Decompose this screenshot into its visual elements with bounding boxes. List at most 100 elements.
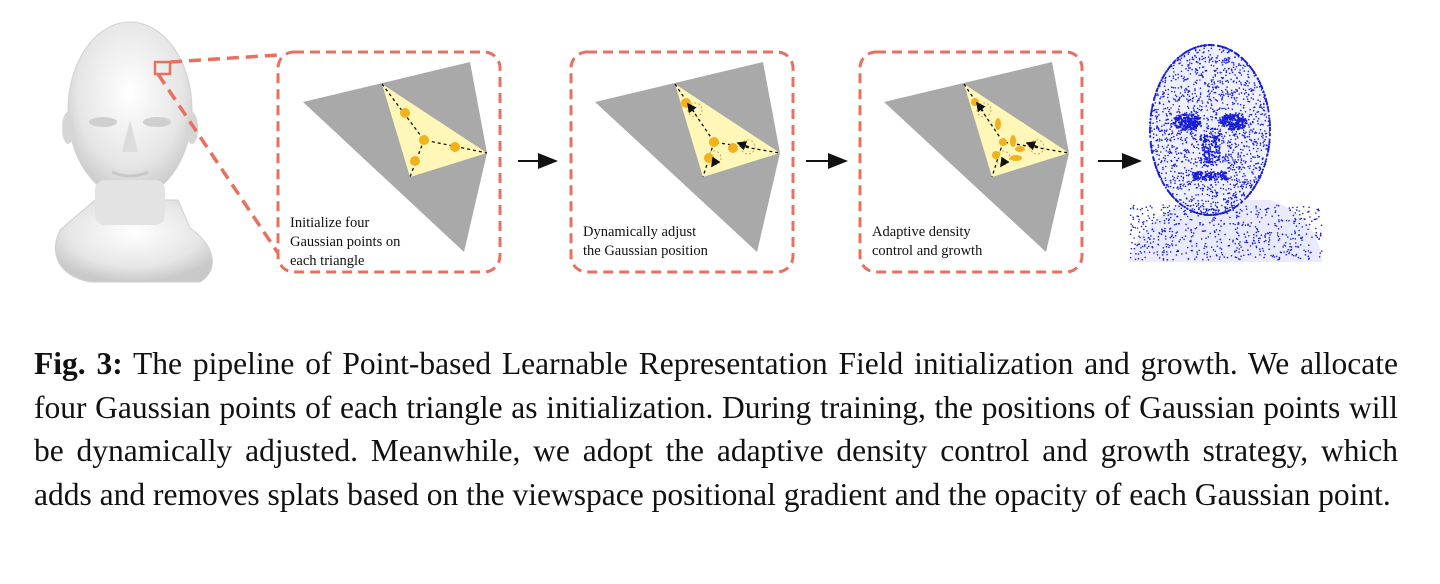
point-cloud-dot <box>1193 83 1195 86</box>
point-cloud-dot <box>1205 246 1208 248</box>
point-cloud-dot <box>1175 124 1178 127</box>
point-cloud-dot <box>1253 118 1255 120</box>
point-cloud-dot <box>1294 217 1296 220</box>
point-cloud-dot <box>1221 139 1223 142</box>
point-cloud-dot <box>1256 210 1258 212</box>
point-cloud-dot <box>1157 84 1160 87</box>
point-cloud-dot <box>1224 198 1227 200</box>
point-cloud-dot <box>1203 114 1205 117</box>
point-cloud-dot <box>1153 238 1155 240</box>
point-cloud-dot <box>1230 49 1233 52</box>
panel-initialize <box>276 50 502 274</box>
point-cloud-dot <box>1132 216 1134 218</box>
point-cloud-dot <box>1225 93 1227 95</box>
point-cloud-dot <box>1253 87 1256 89</box>
point-cloud-dot <box>1238 243 1240 245</box>
point-cloud-dot <box>1198 59 1201 61</box>
point-cloud-dot <box>1307 255 1310 257</box>
point-cloud-dot <box>1237 159 1240 161</box>
point-cloud-dot <box>1212 218 1214 220</box>
point-cloud-dot <box>1157 243 1159 246</box>
point-cloud-dot <box>1277 214 1280 217</box>
point-cloud-dot <box>1232 209 1234 211</box>
point-cloud-dot <box>1268 138 1271 141</box>
point-cloud-dot <box>1250 157 1252 160</box>
point-cloud-dot <box>1307 250 1310 252</box>
point-cloud-dot <box>1159 176 1162 179</box>
point-cloud-dot <box>1259 144 1262 146</box>
point-cloud-dot <box>1204 146 1207 149</box>
point-cloud-dot <box>1226 51 1229 54</box>
point-cloud-dot <box>1183 149 1185 152</box>
point-cloud-dot <box>1149 126 1151 129</box>
point-cloud-dot <box>1180 183 1182 185</box>
point-cloud-dot <box>1212 209 1215 211</box>
point-cloud-dot <box>1180 114 1182 116</box>
point-cloud-dot <box>1172 164 1175 166</box>
point-cloud-dot <box>1162 93 1165 95</box>
point-cloud-dot <box>1209 171 1212 173</box>
point-cloud-dot <box>1253 75 1256 77</box>
point-cloud-dot <box>1172 104 1175 106</box>
point-cloud-dot <box>1249 129 1252 131</box>
point-cloud-dot <box>1210 80 1213 83</box>
point-cloud-dot <box>1177 59 1179 62</box>
point-cloud-dot <box>1214 132 1217 134</box>
point-cloud-dot <box>1245 140 1248 143</box>
point-cloud-dot <box>1225 189 1227 191</box>
point-cloud-dot <box>1183 183 1185 185</box>
point-cloud-dot <box>1157 146 1160 148</box>
point-cloud-dot <box>1154 102 1157 104</box>
point-cloud-dot <box>1304 250 1307 253</box>
point-cloud-dot <box>1203 118 1205 120</box>
point-cloud-dot <box>1169 180 1172 182</box>
point-cloud-dot <box>1213 195 1216 197</box>
point-cloud-dot <box>1319 252 1322 254</box>
point-cloud-dot <box>1213 150 1215 153</box>
point-cloud-dot <box>1298 229 1300 232</box>
point-cloud-dot <box>1256 216 1259 218</box>
point-cloud-dot <box>1254 84 1256 86</box>
point-cloud-dot <box>1167 219 1170 222</box>
point-cloud-dot <box>1259 124 1262 126</box>
point-cloud-dot <box>1184 235 1187 237</box>
point-cloud-dot <box>1173 138 1176 141</box>
point-cloud-dot <box>1222 193 1225 195</box>
point-cloud-dot <box>1168 101 1171 103</box>
point-cloud-dot <box>1299 214 1301 216</box>
point-cloud-dot <box>1235 177 1238 180</box>
point-cloud-dot <box>1196 99 1199 102</box>
point-cloud-dot <box>1163 230 1166 232</box>
point-cloud-dot <box>1166 253 1168 256</box>
point-cloud-dot <box>1208 187 1210 190</box>
point-cloud-dot <box>1174 235 1177 237</box>
point-cloud-dot <box>1212 76 1214 79</box>
point-cloud-dot <box>1186 93 1189 96</box>
point-cloud-dot <box>1308 257 1310 260</box>
point-cloud-dot <box>1175 223 1177 225</box>
point-cloud-dot <box>1208 95 1211 98</box>
point-cloud-dot <box>1187 101 1189 103</box>
point-cloud-dot <box>1214 204 1217 207</box>
point-cloud-dot <box>1161 134 1164 136</box>
point-cloud-dot <box>1226 79 1229 82</box>
point-cloud-dot <box>1184 202 1187 205</box>
point-cloud-dot <box>1213 219 1215 221</box>
point-cloud-dot <box>1262 109 1265 111</box>
point-cloud-dot <box>1226 181 1229 183</box>
point-cloud-dot <box>1218 154 1221 157</box>
point-cloud-dot <box>1211 160 1214 163</box>
point-cloud-dot <box>1189 48 1192 51</box>
point-cloud-dot <box>1164 155 1166 157</box>
point-cloud-dot <box>1238 234 1240 237</box>
point-cloud-dot <box>1153 149 1155 152</box>
point-cloud-dot <box>1222 140 1225 142</box>
point-cloud-dot <box>1236 135 1239 138</box>
point-cloud-dot <box>1164 79 1167 82</box>
point-cloud-dot <box>1215 163 1218 166</box>
point-cloud-dot <box>1302 212 1304 215</box>
point-cloud-dot <box>1209 188 1212 190</box>
point-cloud-dot <box>1180 172 1183 174</box>
point-cloud-dot <box>1266 106 1269 108</box>
point-cloud-dot <box>1187 150 1190 152</box>
